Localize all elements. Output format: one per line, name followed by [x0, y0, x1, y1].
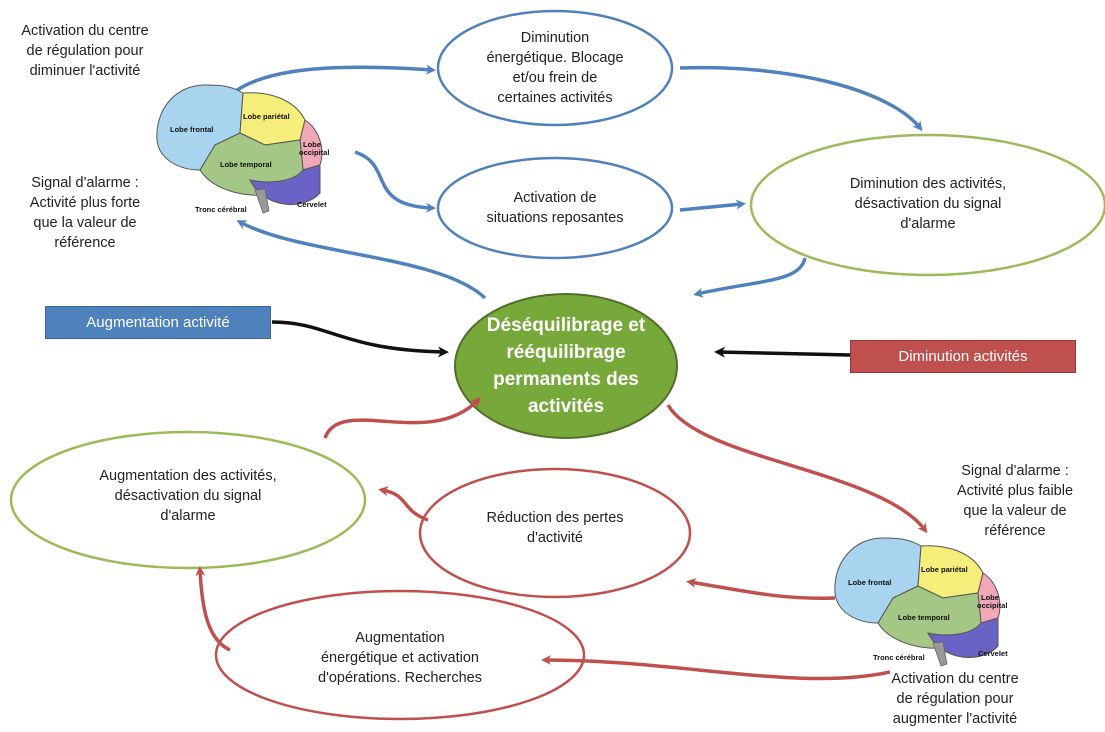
- arrow-mid-to-right: [679, 199, 746, 212]
- brain-label: Lobe frontal: [848, 578, 891, 587]
- label-mid-blue: Activation de situations reposantes: [486, 190, 624, 226]
- node-bottom-red: [214, 589, 586, 721]
- node-center: [454, 293, 678, 439]
- black-arrows: [271, 320, 851, 358]
- node-mid-red: [418, 467, 692, 599]
- brain-label: Lobe: [303, 140, 321, 149]
- arrow-leftgreen-to-center: [323, 397, 481, 439]
- brain-label: Tronc cérébral: [195, 205, 247, 214]
- text-signal-alarme-forte: Signal d'alarme : Activité plus forte qu…: [29, 175, 141, 251]
- node-left-green: [9, 430, 367, 570]
- label-bottom-red: Augmentation énergétique et activation d…: [318, 630, 482, 686]
- brain-label: occipital: [299, 148, 329, 157]
- label-left-green: Augmentation des activités, désactivatio…: [99, 468, 277, 524]
- brain-label: Cervelet: [297, 200, 327, 209]
- brain-label: occipital: [977, 601, 1007, 610]
- arrow-bottom-to-leftgreen: [195, 566, 231, 652]
- brain-illustration-bottom: Lobe frontal Lobe pariétal Lobe occipita…: [834, 537, 1008, 667]
- brain-illustration-top: Lobe frontal Lobe pariétal Lobe occipita…: [156, 84, 329, 214]
- brain-label: Lobe temporal: [220, 160, 272, 169]
- label-top-blue: Diminution énergétique. Blocage et/ou fr…: [486, 30, 624, 106]
- label-mid-red: Réduction des pertes d'activité: [486, 510, 624, 546]
- arrow-center-to-brain2: [666, 404, 928, 534]
- arrow-right-box-to-center: [714, 346, 851, 358]
- arrow-brain2-to-midred: [686, 578, 836, 601]
- arrow-brain2-to-bottom: [541, 655, 891, 681]
- text-activation-diminuer: Activation du centre de régulation pour …: [21, 23, 149, 79]
- arrow-top-to-right: [679, 65, 923, 132]
- box-diminution-activites: Diminution activités: [850, 340, 1076, 373]
- label-right-green: Diminution des activités, désactivation …: [849, 176, 1007, 232]
- brain-label: Lobe pariétal: [243, 112, 290, 121]
- node-mid-blue: [436, 156, 674, 260]
- brain-label: Lobe temporal: [898, 613, 950, 622]
- brain-label: Lobe: [981, 593, 999, 602]
- arrow-center-to-brain: [236, 220, 487, 300]
- brain-label: Cervelet: [978, 649, 1008, 658]
- brain-label: Lobe frontal: [170, 125, 213, 134]
- label-center: Déséquilibrage et rééquilibrage permanen…: [486, 315, 646, 417]
- brain-label: Tronc cérébral: [873, 653, 925, 662]
- box-augmentation-activite: Augmentation activité: [45, 306, 271, 339]
- arrow-right-to-center: [693, 257, 807, 298]
- red-arrows: [195, 397, 928, 681]
- arrow-left-box-to-center: [271, 320, 449, 358]
- arrow-brain-to-top: [223, 64, 436, 102]
- node-top-blue: [436, 9, 674, 127]
- brain-label: Lobe pariétal: [921, 565, 968, 574]
- text-activation-augmenter: Activation du centre de régulation pour …: [891, 671, 1019, 727]
- arrow-midred-to-leftgreen: [378, 486, 429, 522]
- arrow-brain-to-mid: [354, 150, 436, 213]
- node-right-green: [749, 133, 1105, 277]
- text-signal-alarme-faible: Signal d'alarme : Activité plus faible q…: [956, 463, 1074, 539]
- blue-arrows: [223, 64, 923, 300]
